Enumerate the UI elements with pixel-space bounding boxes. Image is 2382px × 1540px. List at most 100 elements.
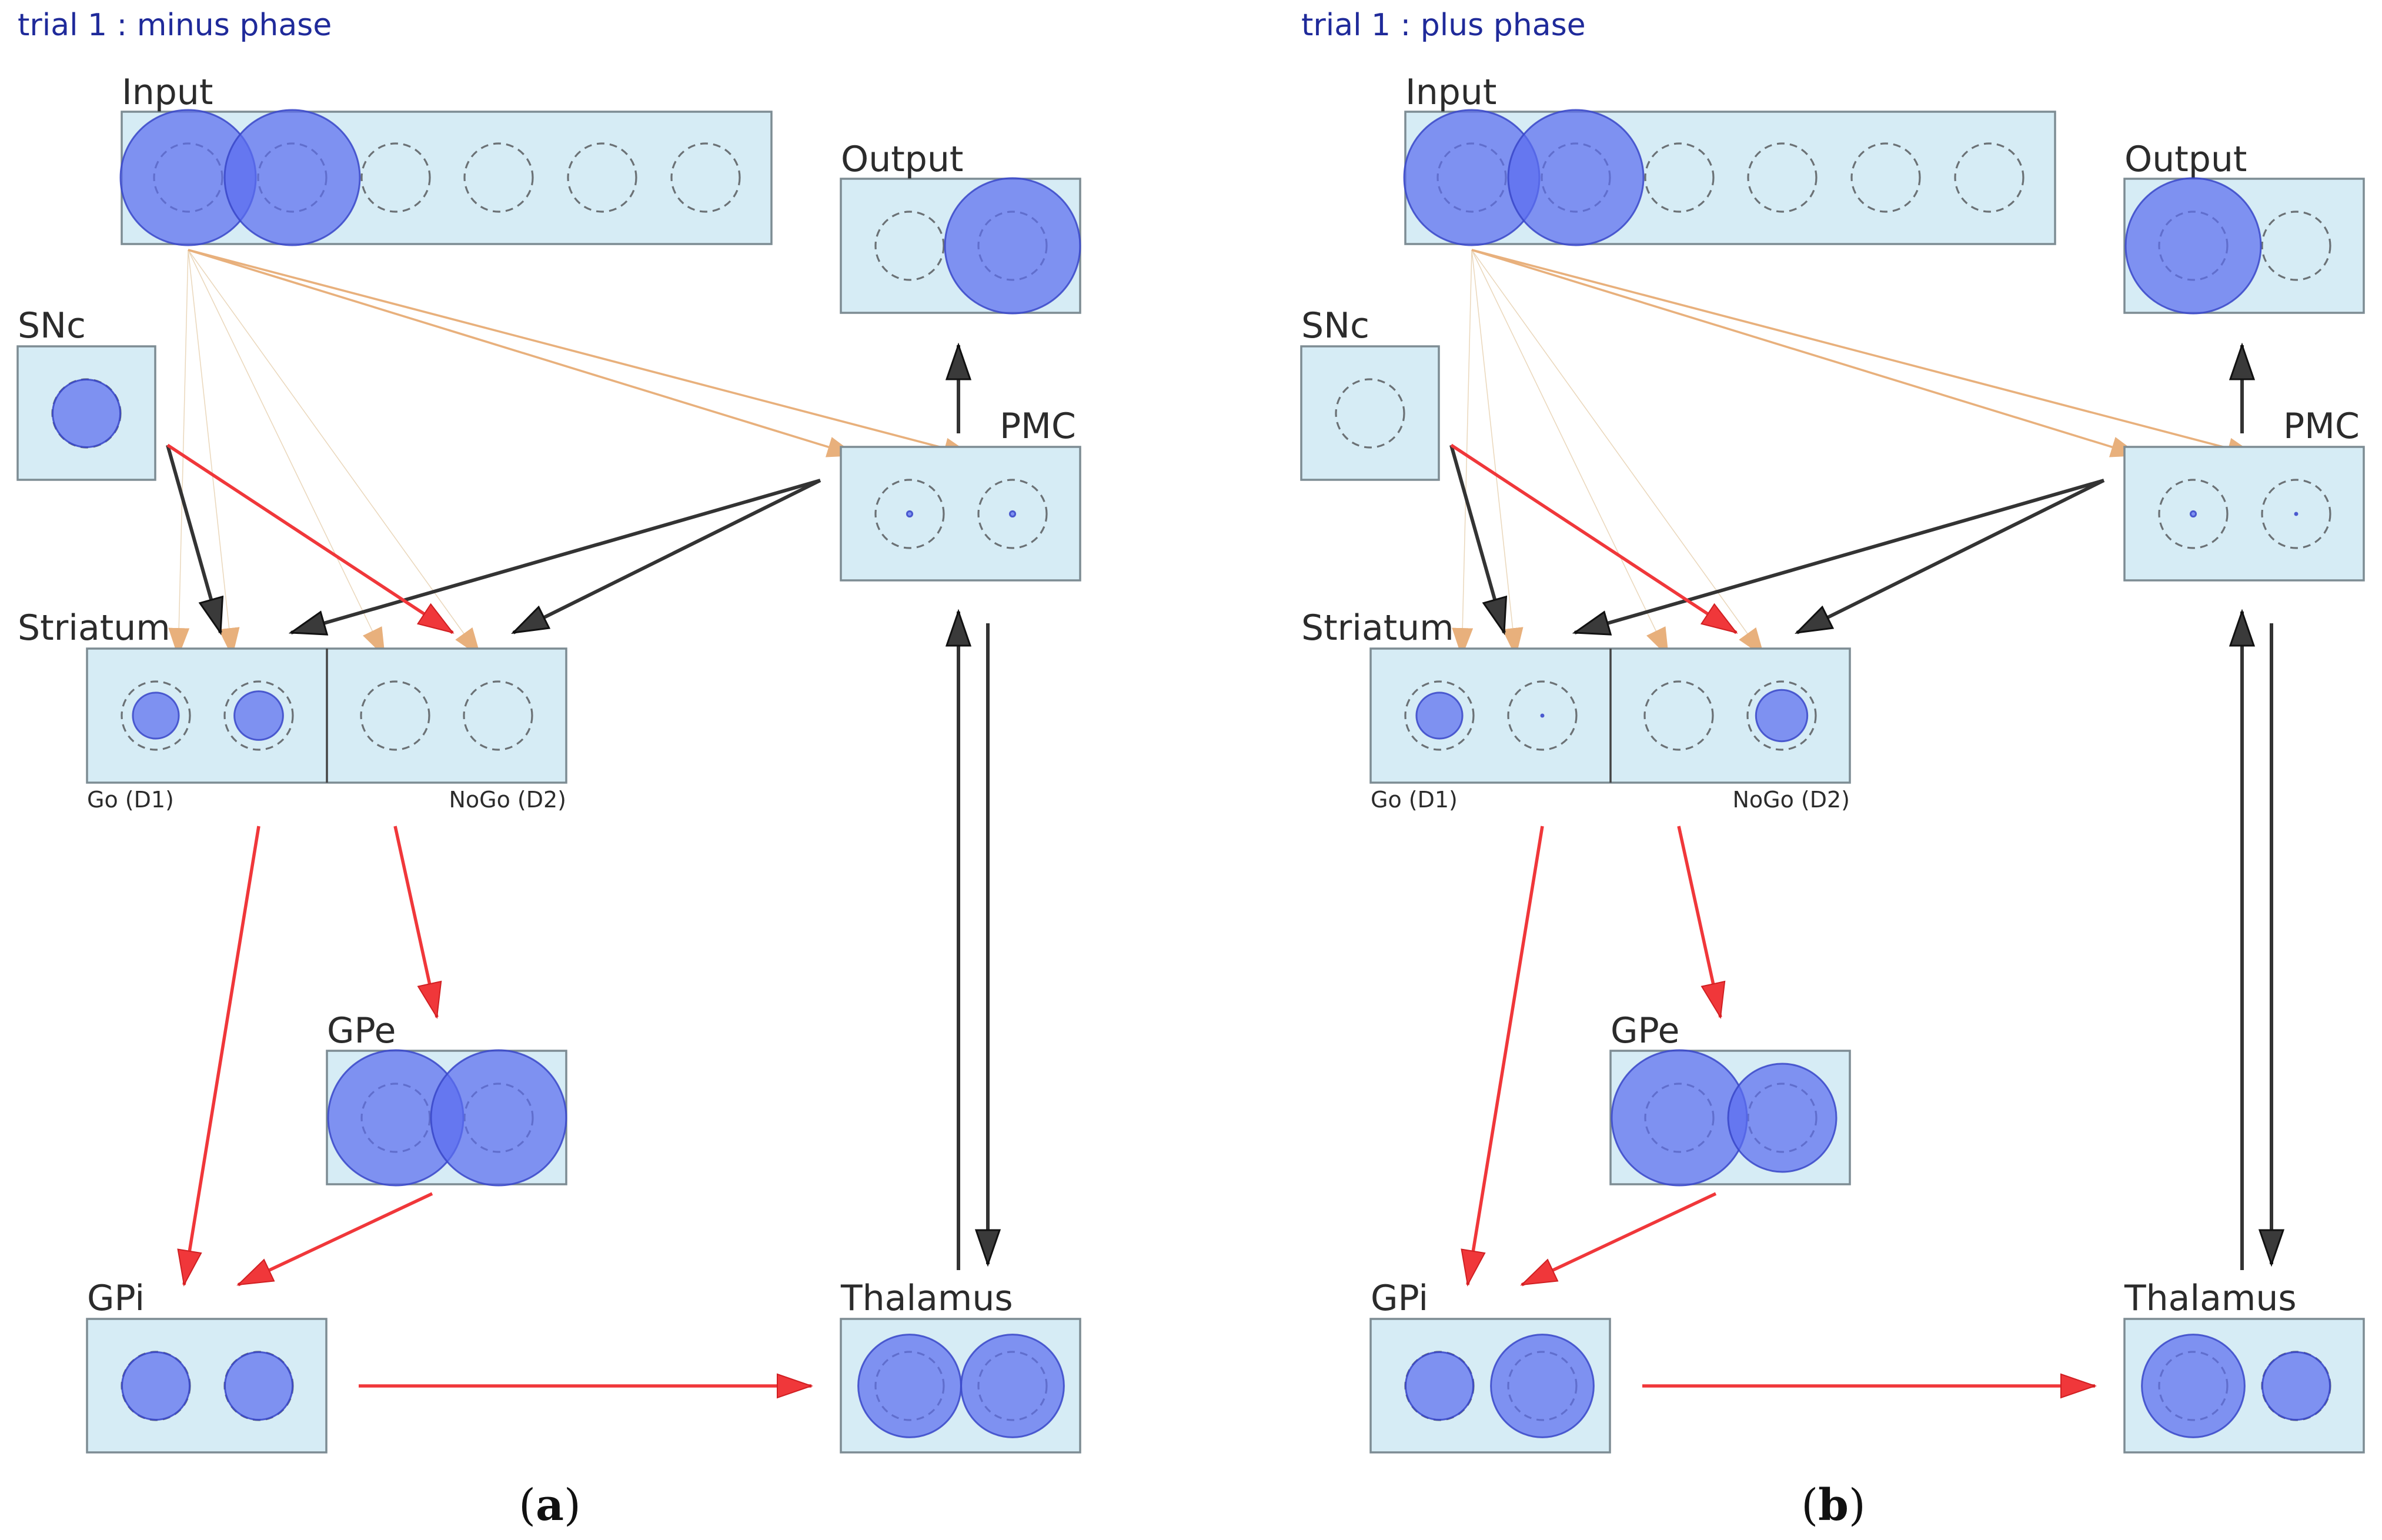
striatum-unit-activations xyxy=(1415,689,1809,743)
input-projection-arrow xyxy=(1471,249,2257,459)
excitatory-arrow xyxy=(1449,445,1504,633)
layer-striatum: Striatum Go (D1) NoGo (D2) xyxy=(18,607,567,813)
pmc-label: PMC xyxy=(1000,406,1076,447)
layer-pmc: PMC xyxy=(2123,406,2365,582)
go-d1-label: Go (D1) xyxy=(87,787,174,813)
pmc-layer-box xyxy=(840,446,1081,582)
output-unit-activations xyxy=(944,177,1081,315)
input-projection-arrow xyxy=(188,249,857,457)
snc-label: SNc xyxy=(18,305,86,346)
inhibitory-arrow xyxy=(1520,1192,1717,1287)
striatum-label: Striatum xyxy=(1301,607,1454,649)
panel-label-b: (b) xyxy=(1801,1480,1866,1531)
trial-title: trial 1 : plus phase xyxy=(1301,8,1586,43)
layer-output: Output xyxy=(840,139,1081,315)
inhibitory-arrow xyxy=(166,443,455,634)
layer-snc: SNc xyxy=(1300,305,1440,481)
unit-ring xyxy=(1335,378,1405,449)
unit-ring xyxy=(1850,142,1921,213)
unit-ring xyxy=(2261,479,2331,549)
unit-activation xyxy=(132,692,180,740)
input-label: Input xyxy=(122,72,213,113)
nogo-d2-label: NoGo (D2) xyxy=(1732,787,1850,813)
unit-activation xyxy=(2189,510,2197,518)
unit-ring xyxy=(121,680,191,751)
input-unit-activations xyxy=(1403,109,1645,246)
input-projection-arrow xyxy=(1471,249,1669,658)
excitatory-arrow xyxy=(513,479,821,634)
unit-activation xyxy=(944,177,1081,315)
input-projection-arrow xyxy=(1471,249,1765,658)
unit-ring xyxy=(360,680,430,751)
layer-thalamus: Thalamus xyxy=(2123,1278,2365,1454)
projection-arrows xyxy=(1449,249,2271,1399)
gpe-unit-activations xyxy=(1611,1049,1838,1187)
unit-activation xyxy=(2261,1351,2331,1421)
unit-activation xyxy=(1490,1334,1595,1438)
unit-ring xyxy=(1747,142,1818,213)
panel-letter: b xyxy=(1818,1480,1849,1531)
input-projection-arrow xyxy=(188,249,386,658)
layer-gpi: GPi xyxy=(86,1278,328,1454)
unit-ring xyxy=(1954,142,2024,213)
unit-activation xyxy=(2141,1334,2246,1438)
unit-activation xyxy=(430,1049,567,1187)
excitatory-arrow xyxy=(1797,479,2105,634)
pmc-unit-rings xyxy=(2158,479,2331,549)
striatum-unit-rings xyxy=(121,680,533,751)
unit-activation xyxy=(233,690,284,741)
snc-label: SNc xyxy=(1301,305,1369,346)
unit-ring xyxy=(1746,680,1817,751)
unit-ring xyxy=(463,680,533,751)
thalamus-label: Thalamus xyxy=(840,1278,1013,1319)
excitatory-arrow xyxy=(291,479,821,633)
thalamus-unit-activations xyxy=(2141,1334,2331,1438)
layer-input: Input xyxy=(119,72,773,246)
pmc-unit-activations xyxy=(2189,510,2299,518)
input-unit-activations xyxy=(119,109,361,246)
inhibitory-arrow xyxy=(1450,443,1738,634)
unit-ring xyxy=(1644,142,1715,213)
unit-activation xyxy=(1415,692,1464,740)
excitatory-arrow xyxy=(166,445,221,633)
unit-ring xyxy=(1507,680,1578,751)
inhibitory-arrow xyxy=(1677,826,1726,1019)
snc-unit-rings xyxy=(1335,378,1405,449)
gpi-label: GPi xyxy=(1371,1278,1428,1319)
unit-activation xyxy=(2124,177,2262,315)
trial-title: trial 1 : minus phase xyxy=(18,8,332,43)
unit-ring xyxy=(1404,680,1475,751)
panel-plus-phase: trial 1 : plus phase InputOutputSNcPMCSt… xyxy=(1300,8,2365,1531)
inhibitory-arrow xyxy=(393,826,442,1019)
unit-activation xyxy=(1507,109,1645,246)
nogo-d2-label: NoGo (D2) xyxy=(449,787,566,813)
inhibitory-arrow xyxy=(236,1192,433,1287)
projection-arrows xyxy=(166,249,988,1399)
layer-gpe: GPe xyxy=(326,1010,567,1187)
inhibitory-arrow xyxy=(177,826,260,1287)
pmc-unit-rings xyxy=(874,479,1048,549)
layer-input: Input xyxy=(1403,72,2056,246)
layer-thalamus: Thalamus xyxy=(840,1278,1081,1454)
output-label: Output xyxy=(841,139,963,180)
unit-activation xyxy=(52,379,121,448)
input-projection-arrow xyxy=(1471,249,2141,457)
thalamus-unit-activations xyxy=(857,1334,1065,1438)
unit-activation xyxy=(906,510,914,518)
gpi-unit-activations xyxy=(1405,1334,1595,1438)
gpe-label: GPe xyxy=(327,1010,396,1051)
output-unit-activations xyxy=(2124,177,2262,315)
pmc-label: PMC xyxy=(2283,406,2360,447)
input-projection-arrow xyxy=(188,249,482,658)
unit-ring xyxy=(2261,211,2331,281)
input-label: Input xyxy=(1405,72,1496,113)
striatum-label: Striatum xyxy=(18,607,171,649)
unit-ring xyxy=(874,479,945,549)
unit-activation xyxy=(2294,512,2299,516)
thalamus-label: Thalamus xyxy=(2124,1278,2297,1319)
input-projection-arrow xyxy=(188,249,974,459)
unit-activation xyxy=(1755,689,1809,743)
unit-activation xyxy=(1405,1351,1474,1421)
